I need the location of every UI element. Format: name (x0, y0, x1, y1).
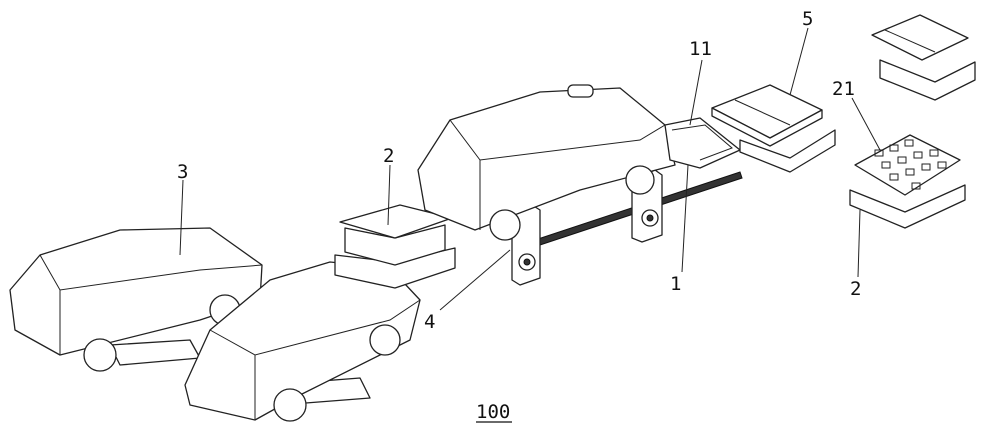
label-21: 21 (832, 78, 855, 100)
label-4: 4 (424, 311, 435, 333)
label-5: 5 (802, 8, 813, 30)
reference-numeral: 100 (476, 401, 510, 423)
battery-swap-device (665, 118, 740, 168)
platform-left (335, 205, 455, 288)
label-2-left: 2 (383, 145, 394, 167)
label-2-right: 2 (850, 278, 861, 300)
label-3: 3 (177, 161, 188, 183)
label-1: 1 (670, 273, 681, 295)
battery-pack-middle (712, 85, 835, 172)
label-11: 11 (689, 38, 712, 60)
platform-right (850, 135, 965, 228)
battery-pack-right (872, 15, 975, 100)
